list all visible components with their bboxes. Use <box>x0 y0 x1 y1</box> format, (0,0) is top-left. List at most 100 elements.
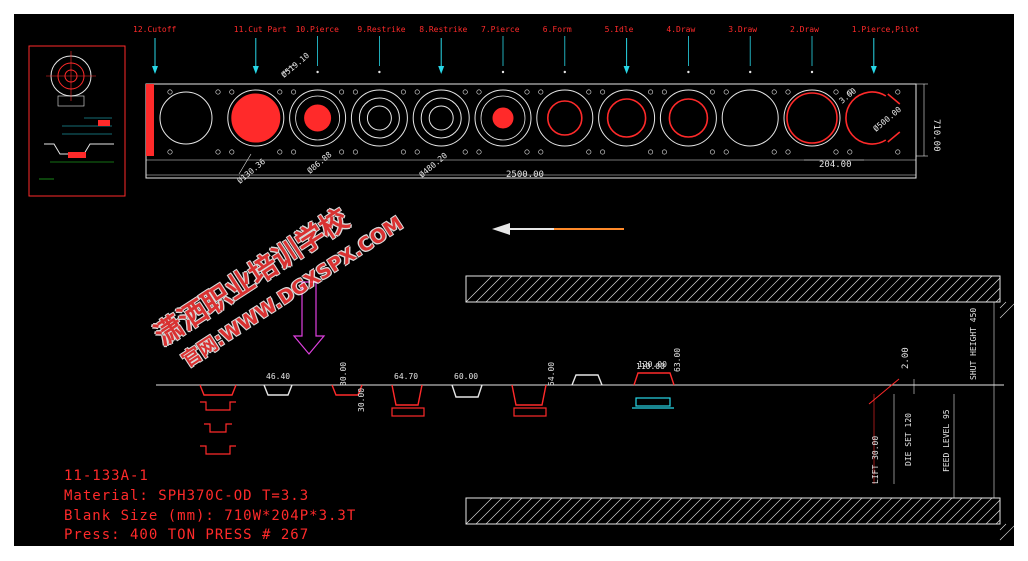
pilot-hole <box>709 89 715 95</box>
station-arrow <box>316 36 319 74</box>
blank-outline <box>783 89 841 147</box>
feeding-direction-label: Feeding Direction <box>490 207 641 222</box>
section-profile-5: 60.00 <box>451 372 483 398</box>
station-2 <box>227 89 285 155</box>
station-label: 9.Restrike <box>357 25 405 34</box>
pierced-area <box>231 93 281 143</box>
pilot-hole <box>771 89 777 95</box>
lower-die-block <box>465 497 1017 541</box>
section-profile-8: 110.00 <box>633 362 675 386</box>
blank-outline <box>350 89 408 147</box>
pilot-hole <box>785 89 791 95</box>
station-arrow <box>152 38 158 74</box>
material-spec: Material: SPH370C-OD T=3.3 <box>64 488 310 504</box>
section-profile-3 <box>331 384 363 396</box>
pilot-hole <box>215 89 221 95</box>
notch-line <box>887 131 901 143</box>
blank-outline <box>289 89 347 147</box>
pilot-hole <box>352 89 358 95</box>
station-12 <box>845 89 901 155</box>
station-arrow <box>438 38 445 74</box>
volume-1: V= 54871.1895 <box>369 437 461 448</box>
station-label: 10.Pierce <box>296 25 340 34</box>
pilot-hole <box>524 89 530 95</box>
die-set-dim: DIE SET 120 <box>904 413 913 466</box>
form-outline <box>420 97 462 139</box>
section-dim-label: 46.40 <box>266 372 290 381</box>
blank-outline <box>227 89 285 147</box>
station-label: 3.Draw <box>728 25 757 34</box>
lower-punch <box>200 401 236 411</box>
dia-d-dim: Ø130.36 <box>235 156 267 185</box>
pilot-lift-dim: 2.00 <box>901 347 911 369</box>
upper-die-block <box>465 275 1017 319</box>
station-arrow <box>252 38 259 74</box>
blank-outline <box>474 89 532 147</box>
pilot-hole <box>291 89 297 95</box>
lift-dim: LIFT 30.00 <box>871 436 880 484</box>
pilot-hole <box>895 149 901 155</box>
station-label: 11.Cut Part <box>234 25 287 34</box>
pilot-hole <box>167 149 173 155</box>
section-dim-label: 64.70 <box>394 372 418 381</box>
pilot-hole <box>600 89 606 95</box>
lower-punch <box>635 397 671 407</box>
inner-outline <box>366 105 392 131</box>
station-label: 6.Form <box>543 25 572 34</box>
pilot-hole <box>895 89 901 95</box>
station-1 <box>159 89 221 155</box>
station-arrow <box>749 36 752 74</box>
section-profile-4: 64.70 <box>391 372 423 406</box>
lower-punch <box>391 407 425 417</box>
station-arrow <box>501 36 505 74</box>
station-9 <box>659 89 717 155</box>
station-arrow <box>870 38 877 74</box>
pilot-hole <box>462 89 468 95</box>
section-dim-label: 60.00 <box>454 372 478 381</box>
pilot-hole <box>661 149 667 155</box>
section-profile-7 <box>571 374 603 386</box>
volume-3: V=60015.4900 <box>616 437 701 448</box>
blank-size: Blank Size (mm): 710W*204P*3.3T <box>64 508 357 524</box>
section-vertical-dim: 63.00 <box>673 348 682 372</box>
station-arrow <box>687 36 690 74</box>
pilot-hole <box>723 89 729 95</box>
section-vertical-dim: 30.00 <box>339 362 348 386</box>
station-arrow <box>563 36 566 74</box>
station-label: 2.Draw <box>790 25 819 34</box>
notch-line <box>887 93 901 105</box>
blank-outline <box>659 89 717 147</box>
volume-2: V= 55041.4030 <box>494 437 586 448</box>
section-vertical-dim: 30.00 <box>357 388 366 412</box>
pilot-hole <box>709 149 715 155</box>
draw-outline <box>606 98 647 138</box>
pilot-hole <box>476 149 482 155</box>
station-arrow <box>378 36 381 74</box>
pilot-hole <box>462 149 468 155</box>
station-11 <box>783 89 841 155</box>
station-arrow <box>810 36 814 74</box>
form-outline <box>295 95 341 141</box>
lower-punch <box>200 445 236 455</box>
pilot-hole <box>538 89 544 95</box>
dia-b-dim: Ø86.88 <box>305 149 334 175</box>
pilot-hole <box>476 89 482 95</box>
part-number: 11-133A-1 <box>64 468 149 484</box>
pilot-hole <box>277 89 283 95</box>
lower-punch <box>204 423 232 433</box>
dia-a-dim: Ø519.10 <box>279 50 311 79</box>
strip-length-dim: 2500.00 <box>506 170 544 180</box>
station-label: 4.Draw <box>666 25 695 34</box>
shut-height-dim: SHUT HEIGHT 450 <box>969 308 978 380</box>
pilot-hole <box>661 89 667 95</box>
station-label: 5.Idle <box>605 25 634 34</box>
pilot-hole <box>648 149 654 155</box>
inner-outline <box>428 105 454 131</box>
pilot-hole <box>291 149 297 155</box>
pilot-hole <box>600 149 606 155</box>
pilot-dim: 3.00 <box>838 86 859 105</box>
pierced-area <box>304 104 332 132</box>
